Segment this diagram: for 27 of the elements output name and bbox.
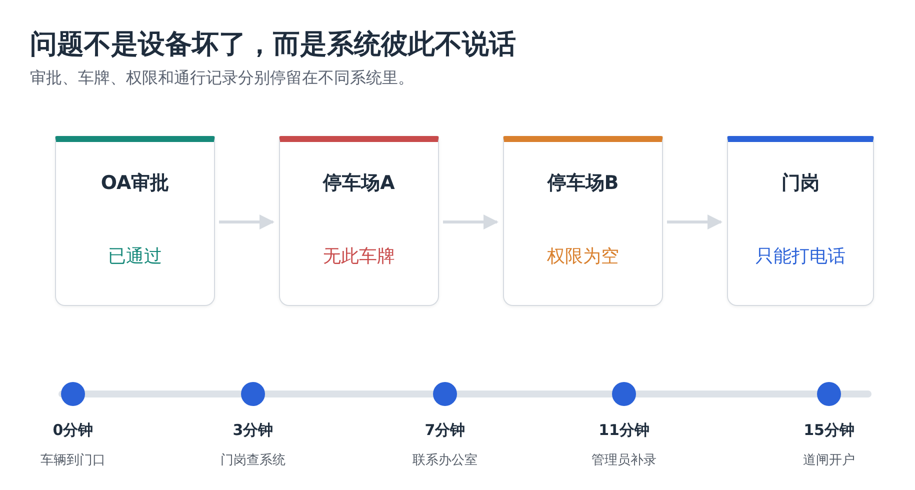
event-label: 道闸开户 xyxy=(803,452,855,469)
event-label: 门岗查系统 xyxy=(220,452,286,469)
time-label: 0分钟 xyxy=(52,421,94,440)
card-heading: 停车场B xyxy=(546,171,620,196)
status-text: 已通过 xyxy=(107,245,163,268)
arrow xyxy=(443,214,498,230)
event-label: 联系办公室 xyxy=(412,452,478,469)
arrow xyxy=(219,214,274,230)
title: 问题不是设备坏了，而是系统彼此不说话 xyxy=(30,28,516,62)
stage-card xyxy=(279,136,439,306)
event-label: 车辆到门口 xyxy=(40,452,106,469)
subtitle: 审批、车牌、权限和通行记录分别停留在不同系统里。 xyxy=(30,68,414,89)
status-text: 只能打电话 xyxy=(754,245,846,268)
card-heading: 门岗 xyxy=(780,171,820,196)
time-label: 15分钟 xyxy=(804,421,854,440)
time-label: 7分钟 xyxy=(424,421,466,440)
stage-card xyxy=(503,136,663,306)
card-heading: OA审批 xyxy=(100,171,170,196)
event-label: 管理员补录 xyxy=(592,452,656,469)
stage-card xyxy=(727,136,874,306)
card-heading: 停车场A xyxy=(322,171,396,196)
status-text: 权限为空 xyxy=(546,245,620,268)
status-text: 无此车牌 xyxy=(322,245,396,268)
time-label: 11分钟 xyxy=(598,421,650,440)
stage-card xyxy=(55,136,215,306)
time-label: 3分钟 xyxy=(232,421,274,440)
arrow xyxy=(667,214,722,230)
